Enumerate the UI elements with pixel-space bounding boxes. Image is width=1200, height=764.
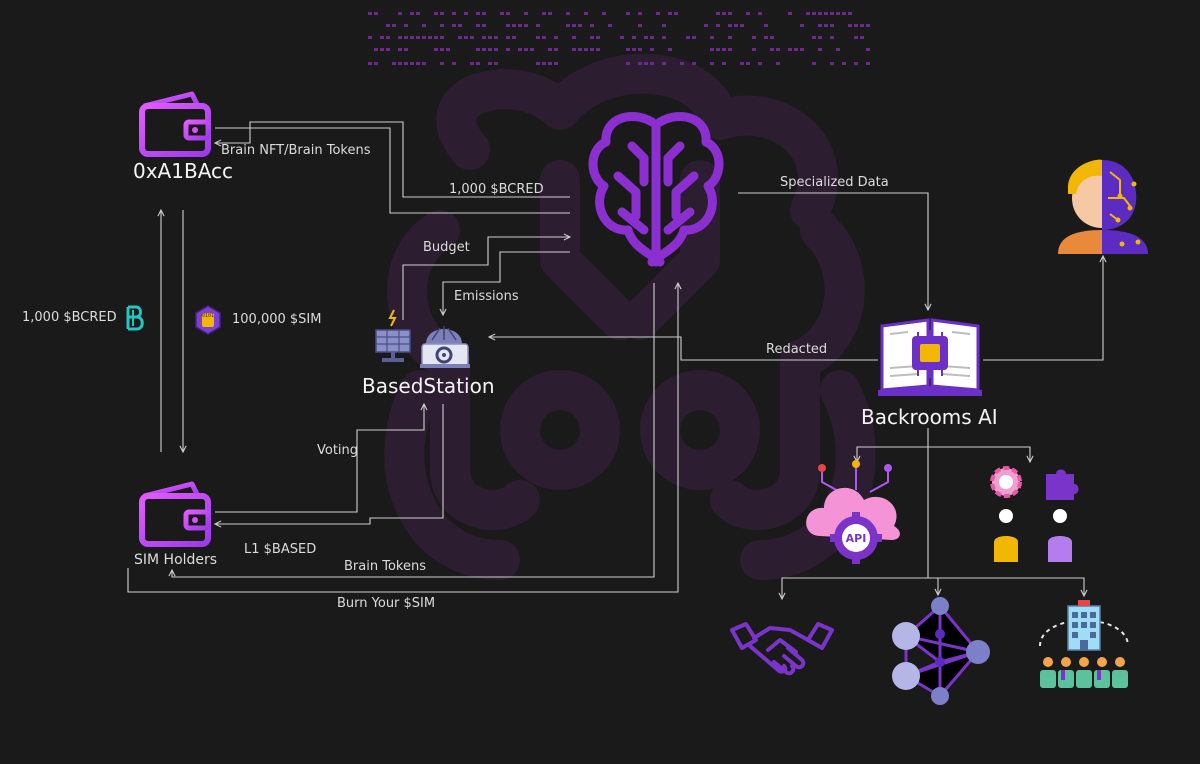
neural-network-icon <box>892 597 990 705</box>
edge-label-bcred-to-brain: 1,000 $BCRED <box>449 182 544 197</box>
edge-label-redacted: Redacted <box>766 342 828 357</box>
sim-token-icon <box>195 305 221 335</box>
backrooms-ai-title: Backrooms AI <box>861 405 998 429</box>
edge-emissions <box>443 251 570 315</box>
company-building-icon <box>1039 600 1129 688</box>
edge-ai-to-teams <box>928 446 1030 462</box>
edge-burn-sim <box>127 283 678 593</box>
edge-voting <box>215 404 424 513</box>
edge-redacted <box>489 337 878 361</box>
edge-bcred-to-brain <box>215 127 570 214</box>
ai-book-icon <box>878 318 982 396</box>
human-ai-face-icon <box>1058 159 1148 254</box>
edge-label-budget: Budget <box>423 240 470 255</box>
edge-brain-nft <box>215 121 570 198</box>
edge-ai-to-building <box>928 577 1084 596</box>
edge-label-emissions: Emissions <box>454 289 519 304</box>
brain-icon <box>588 112 724 267</box>
handshake-icon <box>730 622 834 676</box>
edge-label-specialized-data: Specialized Data <box>780 175 889 190</box>
edge-specialized-data <box>738 192 928 310</box>
edge-label-brain-nft: Brain NFT/Brain Tokens <box>221 143 371 158</box>
pixel-banner <box>368 12 870 65</box>
edge-brain-tokens <box>172 283 655 578</box>
edge-label-l1-based: L1 $BASED <box>244 542 317 557</box>
gear-team-icon <box>990 466 1022 562</box>
edge-label-brain-tokens: Brain Tokens <box>344 559 426 574</box>
edge-ai-to-api <box>857 446 928 462</box>
connectors <box>127 121 1103 599</box>
sim-holders-label: SIM Holders <box>134 552 218 568</box>
puzzle-team-icon <box>1046 469 1079 562</box>
bcred-token-icon <box>126 305 144 331</box>
edge-ai-to-human <box>983 256 1103 361</box>
edge-label-voting: Voting <box>317 443 359 458</box>
edge-label-burn-sim: Burn Your $SIM <box>337 596 436 611</box>
based-station-title: BasedStation <box>362 374 495 398</box>
api-cloud-icon <box>806 460 900 564</box>
sim-chip-label: 0101 <box>202 313 214 319</box>
wallet-icon <box>139 91 211 157</box>
wallet-icon <box>139 481 211 547</box>
sim-amount-label: 100,000 $SIM <box>232 312 322 327</box>
edge-budget <box>402 237 570 320</box>
observatory-icon <box>420 326 470 368</box>
edge-ai-to-handshake <box>782 577 928 599</box>
solar-panel-icon <box>375 309 411 362</box>
edge-l1-based <box>215 404 444 524</box>
bcred-amount-label: 1,000 $BCRED <box>22 310 117 325</box>
api-label: API <box>846 532 867 545</box>
wallet-address-title: 0xA1BAcc <box>133 159 234 183</box>
